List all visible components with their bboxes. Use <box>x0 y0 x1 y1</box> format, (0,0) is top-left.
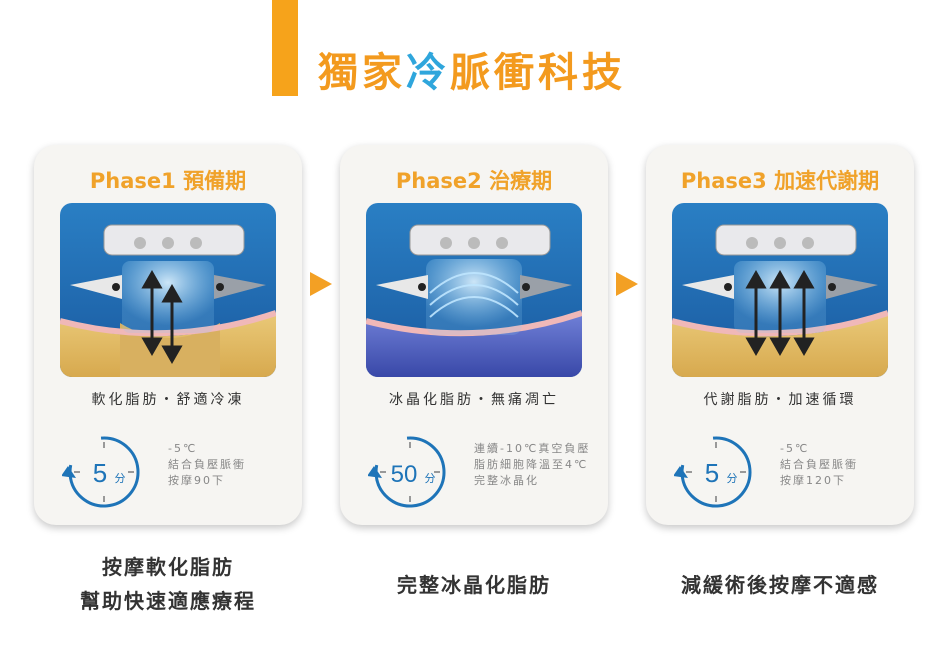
phase3-description: 減緩術後按摩不適感 <box>681 573 879 597</box>
phase2-timer-icon: 50 分 <box>368 436 446 508</box>
phase2-caption: 冰晶化脂肪・無痛凋亡 <box>389 392 559 408</box>
phase1-info: -5℃ 結合負壓脈衝 按摩90下 <box>168 442 246 487</box>
svg-text:分: 分 <box>727 472 738 485</box>
phase2-info: 連續-10℃真空負壓 脂肪細胞降溫至4℃ 完整冰晶化 <box>474 442 591 487</box>
phase1-title: Phase1 預備期 <box>89 169 247 193</box>
phase3-title: Phase3 加速代謝期 <box>680 169 880 193</box>
phase1-illustration <box>60 203 276 377</box>
phase1-timer-value: 5 <box>93 458 107 488</box>
phase2-description: 完整冰晶化脂肪 <box>397 573 551 597</box>
phase3-timer-value: 5 <box>705 458 719 488</box>
phase1-timer-icon: 5 分 <box>62 436 140 508</box>
phase3-illustration <box>672 203 888 377</box>
phase2-timer-value: 50 <box>391 461 418 488</box>
phase1-caption: 軟化脂肪・舒適冷凍 <box>91 392 245 408</box>
phase2-title: Phase2 治療期 <box>395 169 553 193</box>
phase-arrow-2 <box>616 272 638 296</box>
phase-arrow-1 <box>310 272 332 296</box>
phase2-illustration <box>366 203 582 377</box>
svg-text:分: 分 <box>425 472 436 485</box>
title-accent-bar <box>272 0 298 96</box>
page-title: 獨家冷脈衝科技 <box>318 50 626 96</box>
svg-text:分: 分 <box>115 472 126 485</box>
phase3-card: Phase3 加速代謝期 代謝脂肪・加速循環 5 分 -5 <box>646 145 914 525</box>
phase2-card: Phase2 治療期 冰晶化脂肪・無痛凋亡 50 分 連續-10℃真空負壓 脂肪… <box>340 145 608 525</box>
phase3-info: -5℃ 結合負壓脈衝 按摩120下 <box>780 442 858 487</box>
phase3-caption: 代謝脂肪・加速循環 <box>703 392 857 408</box>
phase1-description: 按摩軟化脂肪 幫助快速適應療程 <box>80 555 256 613</box>
phase3-timer-icon: 5 分 <box>674 436 752 508</box>
phase1-card: Phase1 預備期 軟化脂肪・舒適冷凍 5 分 -5℃ <box>34 145 302 525</box>
